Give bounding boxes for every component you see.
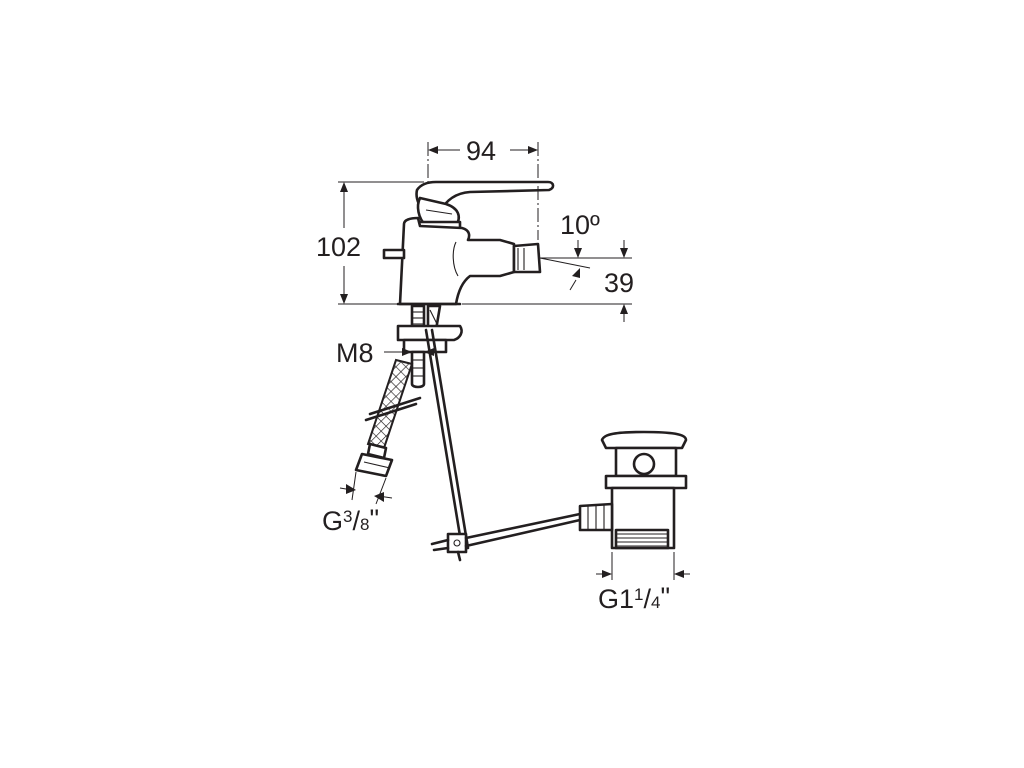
dim-g38-ext-right	[375, 477, 387, 505]
lever-detail	[425, 209, 453, 215]
label-hose-thread: G3/8"	[322, 504, 379, 536]
lower-stud	[410, 350, 426, 389]
hose-label-main: G	[322, 506, 343, 536]
waste-label-main: G1	[598, 584, 634, 614]
popup-rod	[424, 328, 464, 550]
waste-label-den: 4	[651, 593, 660, 612]
linkage-arm	[464, 512, 582, 540]
dim-94-arrow-left	[428, 146, 438, 154]
dim-g114-arrow-left	[602, 570, 612, 578]
arm-left	[430, 538, 450, 546]
label-thread-m8: M8	[336, 338, 374, 368]
washer-plate	[396, 324, 463, 342]
popup-rod-2	[430, 328, 470, 550]
popup-knob	[382, 248, 406, 260]
waste-label-num: 1	[634, 585, 643, 604]
dim-g38-arrow-right	[374, 492, 384, 502]
hose-label-num: 3	[343, 507, 352, 526]
rod-tip	[456, 550, 462, 562]
dim-94-arrow-right	[528, 146, 538, 154]
rod-clamp	[446, 532, 468, 554]
overflow-hole	[632, 452, 656, 476]
tap-body	[398, 216, 516, 306]
label-angle-10: 10º	[560, 210, 600, 240]
waste-thread	[614, 528, 670, 550]
hose-nut	[354, 452, 394, 478]
angle-line	[539, 257, 591, 269]
dim-39-arrow-bottom	[620, 304, 628, 314]
dim-102-arrow-top	[340, 182, 348, 192]
label-waste-thread: G11/4"	[598, 582, 670, 614]
angle-arrow-bottom-stem	[569, 279, 577, 291]
waste-valve	[578, 430, 688, 550]
spout-nozzle	[512, 242, 542, 274]
dim-g38-arrow-left	[346, 484, 356, 494]
hose-break-2	[364, 402, 418, 422]
hose-break-1	[368, 396, 422, 416]
dim-39-arrow-top	[620, 248, 628, 258]
angle-arrow-top	[574, 248, 582, 258]
waste-label-unit: "	[660, 582, 670, 612]
mixer-tap	[382, 142, 555, 340]
angle-arrow-bottom	[572, 268, 580, 278]
label-spout-39: 39	[604, 268, 634, 298]
label-width-94: 94	[466, 136, 496, 166]
waste-upper-body	[614, 446, 678, 478]
clamp-screw	[453, 539, 461, 547]
waste-plug	[600, 430, 688, 450]
hose-label-den: 8	[360, 515, 369, 534]
hose-label-unit: "	[369, 504, 379, 534]
dim-g38-ext-left	[351, 471, 357, 501]
mounting-assembly	[354, 304, 582, 562]
waste-flange	[604, 474, 688, 490]
linkage-arm-2	[464, 518, 582, 548]
hose-label-slash: /	[352, 506, 360, 536]
dim-102-arrow-bottom	[340, 294, 348, 304]
dim-m8-arrow-right	[424, 348, 434, 356]
label-height-102: 102	[316, 232, 361, 262]
dim-g114-arrow-right	[674, 570, 684, 578]
arm-left-2	[432, 546, 450, 552]
mounting-nut	[402, 338, 448, 354]
waste-label-slash: /	[644, 584, 652, 614]
dimension-lines	[338, 142, 690, 580]
body-curve	[452, 241, 459, 277]
dim-m8-arrow-left	[402, 348, 412, 356]
